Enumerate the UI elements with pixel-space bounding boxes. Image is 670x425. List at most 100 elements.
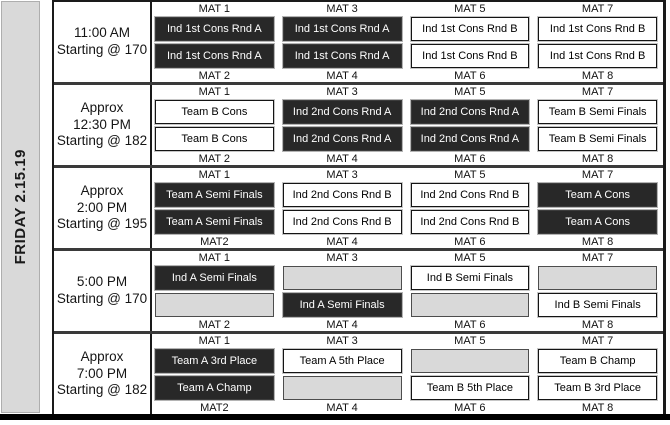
mat-footer: MAT 6: [454, 319, 486, 331]
mat-header: MAT 3: [326, 252, 358, 264]
mat-header: MAT 5: [454, 335, 486, 347]
time-slot-row: Approx 12:30 PM Starting @ 182 MAT 1 MAT…: [54, 85, 663, 168]
match-cell: Team B 5th Place: [410, 376, 530, 400]
match-cell: Team A Semi Finals: [155, 183, 274, 207]
time-line: Approx: [80, 348, 124, 364]
time-line: 5:00 PM: [76, 274, 128, 290]
mat-header: MAT 1: [198, 335, 231, 347]
mat-footer: MAT 8: [581, 70, 614, 82]
time-line: Starting @ 182: [56, 133, 148, 149]
time-line: 2:00 PM: [76, 199, 128, 215]
match-cell: Ind 1st Cons Rnd B: [410, 44, 530, 68]
mat-header: MAT 7: [581, 252, 614, 264]
match-cell: Ind 1st Cons Rnd A: [282, 17, 402, 41]
match-cell: Ind 2nd Cons Rnd A: [282, 127, 402, 151]
mat-header: MAT 7: [581, 169, 614, 181]
match-cell: Ind 2nd Cons Rnd B: [410, 183, 530, 207]
match-cell: Team A 3rd Place: [155, 349, 274, 373]
match-cell: Ind 2nd Cons Rnd A: [282, 100, 402, 124]
time-slot-row: 5:00 PM Starting @ 170 MAT 1 MAT 3 MAT 5…: [54, 251, 663, 334]
mat-header: MAT 7: [581, 3, 614, 15]
mat-footer: MAT 6: [454, 402, 486, 414]
match-cell: Team A 5th Place: [282, 349, 402, 373]
mat-footer: MAT 4: [326, 319, 358, 331]
match-cell: [538, 266, 657, 290]
match-cell: Ind A Semi Finals: [282, 293, 402, 317]
match-cell: Ind 1st Cons Rnd B: [538, 17, 657, 41]
mat-header: MAT 3: [326, 335, 358, 347]
mat-header: MAT 7: [581, 335, 614, 347]
mat-footer: MAT 8: [581, 236, 614, 248]
match-cell: Team A Cons: [538, 183, 657, 207]
match-cell: [282, 266, 402, 290]
mat-footer: MAT 4: [326, 153, 358, 165]
mat-footer: MAT 2: [198, 153, 231, 165]
mat-footer: MAT2: [200, 236, 229, 248]
mat-footer: MAT 6: [454, 70, 486, 82]
match-cell: [410, 293, 530, 317]
time-line: Starting @ 182: [56, 382, 148, 398]
match-cell: Ind 1st Cons Rnd A: [155, 17, 274, 41]
mat-footer: MAT 4: [326, 70, 358, 82]
time-line: 12:30 PM: [73, 116, 131, 132]
time-line: Approx: [80, 99, 124, 115]
time-slot-label: Approx 7:00 PM Starting @ 182: [54, 334, 152, 414]
mat-header: MAT 1: [198, 86, 231, 98]
match-cell: Ind 1st Cons Rnd B: [538, 44, 657, 68]
mat-header: MAT 5: [454, 86, 486, 98]
match-cell: Team B 3rd Place: [538, 376, 657, 400]
schedule-table: 11:00 AM Starting @ 170 MAT 1 MAT 3 MAT …: [52, 0, 666, 414]
bottom-border: [0, 414, 670, 420]
mat-header: MAT 3: [326, 86, 358, 98]
match-cell: Ind 1st Cons Rnd B: [410, 17, 530, 41]
time-line: Approx: [80, 182, 124, 198]
time-line: 7:00 PM: [76, 365, 128, 381]
match-cell: Team B Semi Finals: [538, 127, 657, 151]
match-cell: Team A Cons: [538, 210, 657, 234]
day-sidebar: FRIDAY 2.15.19: [1, 1, 40, 413]
mat-header: MAT 5: [454, 169, 486, 181]
mat-header: MAT 1: [198, 252, 231, 264]
match-cell: Team A Champ: [155, 376, 274, 400]
mat-footer: MAT 2: [198, 319, 231, 331]
mat-header: MAT 5: [454, 252, 486, 264]
time-line: 11:00 AM: [73, 25, 131, 41]
mat-footer: MAT2: [200, 402, 229, 414]
mat-footer: MAT 6: [454, 153, 486, 165]
mats-grid: MAT 1 MAT 3 MAT 5 MAT 7 Team B Cons Ind …: [152, 85, 663, 165]
match-cell: Ind 2nd Cons Rnd B: [282, 210, 402, 234]
time-slot-row: Approx 2:00 PM Starting @ 195 MAT 1 MAT …: [54, 168, 663, 251]
match-cell: Ind 1st Cons Rnd A: [155, 44, 274, 68]
match-cell: Ind 1st Cons Rnd A: [282, 44, 402, 68]
mat-footer: MAT 4: [326, 236, 358, 248]
match-cell: [410, 349, 530, 373]
match-cell: [282, 376, 402, 400]
day-label: FRIDAY 2.15.19: [12, 149, 29, 265]
mat-footer: MAT 8: [581, 319, 614, 331]
time-line: Starting @ 195: [56, 216, 148, 232]
mat-header: MAT 1: [198, 169, 231, 181]
match-cell: Ind B Semi Finals: [410, 266, 530, 290]
mats-grid: MAT 1 MAT 3 MAT 5 MAT 7 Team A 3rd Place…: [152, 334, 663, 414]
mats-grid: MAT 1 MAT 3 MAT 5 MAT 7 Ind A Semi Final…: [152, 251, 663, 331]
mat-header: MAT 1: [198, 3, 231, 15]
time-slot-label: 11:00 AM Starting @ 170: [54, 2, 152, 82]
match-cell: Ind 2nd Cons Rnd B: [282, 183, 402, 207]
match-cell: Ind 2nd Cons Rnd A: [410, 127, 530, 151]
time-slot-row: Approx 7:00 PM Starting @ 182 MAT 1 MAT …: [54, 334, 663, 414]
time-slot-label: Approx 12:30 PM Starting @ 182: [54, 85, 152, 165]
time-slot-row: 11:00 AM Starting @ 170 MAT 1 MAT 3 MAT …: [54, 2, 663, 85]
time-line: Starting @ 170: [56, 42, 148, 57]
mats-grid: MAT 1 MAT 3 MAT 5 MAT 7 Team A Semi Fina…: [152, 168, 663, 248]
mat-footer: MAT 8: [581, 153, 614, 165]
mat-header: MAT 3: [326, 3, 358, 15]
mat-footer: MAT 4: [326, 402, 358, 414]
match-cell: Team B Champ: [538, 349, 657, 373]
match-cell: Ind 2nd Cons Rnd A: [410, 100, 530, 124]
match-cell: Team B Semi Finals: [538, 100, 657, 124]
match-cell: Team B Cons: [155, 100, 274, 124]
mat-header: MAT 7: [581, 86, 614, 98]
time-slot-label: Approx 2:00 PM Starting @ 195: [54, 168, 152, 248]
mat-header: MAT 5: [454, 3, 486, 15]
